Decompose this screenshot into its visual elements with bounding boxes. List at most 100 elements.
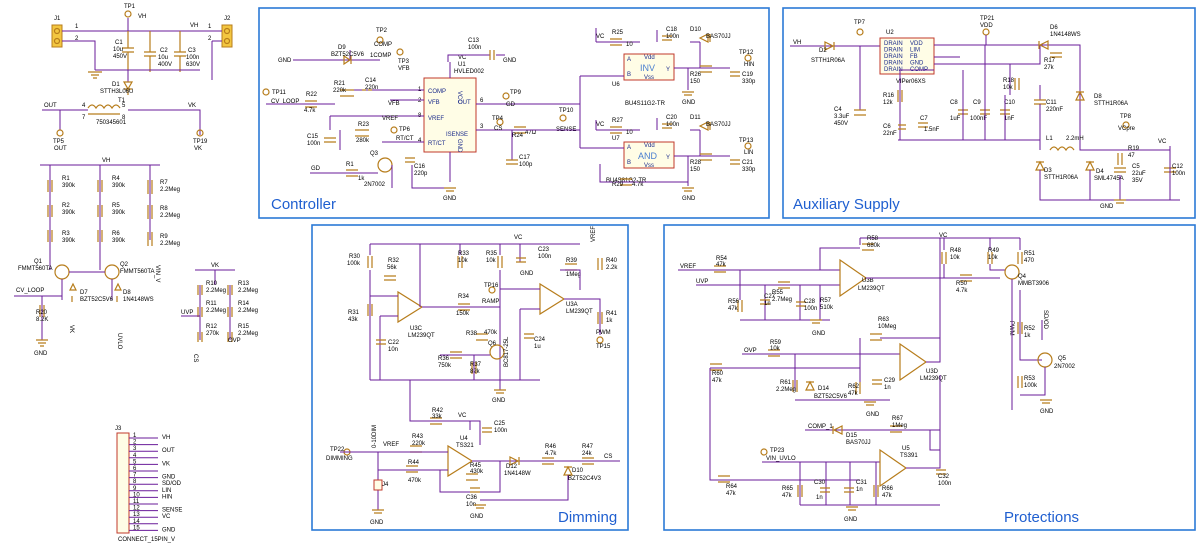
svg-text:TP13: TP13 <box>739 138 754 144</box>
svg-text:RT/CT: RT/CT <box>396 136 414 142</box>
u2-signal-pin: FB <box>910 54 918 60</box>
svg-text:3: 3 <box>480 124 484 130</box>
svg-text:47k: 47k <box>848 391 859 397</box>
svg-text:COMP_1: COMP_1 <box>808 424 833 430</box>
svg-text:C32: C32 <box>938 474 950 480</box>
svg-text:LM239QT: LM239QT <box>920 376 947 382</box>
testpoint-tp12 <box>744 54 752 62</box>
svg-text:470k: 470k <box>408 478 422 484</box>
svg-text:R1: R1 <box>62 176 70 182</box>
svg-text:T1: T1 <box>118 98 126 104</box>
testpoint-tp10 <box>559 114 567 122</box>
u2-drain-pin: DRAIN <box>884 67 903 73</box>
svg-text:VCC: VCC <box>456 91 462 104</box>
svg-text:C24: C24 <box>534 337 546 343</box>
svg-text:VH: VH <box>102 158 110 164</box>
svg-text:33k: 33k <box>432 414 443 420</box>
svg-text:1n: 1n <box>816 495 823 501</box>
svg-text:R49: R49 <box>988 248 1000 254</box>
svg-text:Q4: Q4 <box>1018 274 1027 280</box>
svg-text:R10: R10 <box>206 281 218 287</box>
svg-text:R56: R56 <box>728 299 740 305</box>
svg-text:2.2Meg: 2.2Meg <box>206 288 226 294</box>
svg-text:VK: VK <box>211 263 219 269</box>
svg-text:100n: 100n <box>186 55 199 61</box>
svg-text:GND: GND <box>1100 204 1114 210</box>
testpoint-tp6 <box>390 126 398 134</box>
svg-text:280k: 280k <box>356 138 370 144</box>
svg-text:C7: C7 <box>920 116 928 122</box>
svg-text:R34: R34 <box>458 294 470 300</box>
svg-text:47k: 47k <box>726 491 737 497</box>
svg-text:VCpre: VCpre <box>1118 126 1136 132</box>
svg-text:DIMMING: DIMMING <box>326 456 353 462</box>
svg-text:GND: GND <box>682 100 696 106</box>
svg-text:GND: GND <box>1040 409 1054 415</box>
svg-text:R19: R19 <box>1128 146 1140 152</box>
svg-text:2.2Meg: 2.2Meg <box>160 187 180 193</box>
svg-text:GND: GND <box>470 514 484 520</box>
svg-text:2N7002: 2N7002 <box>364 182 386 188</box>
svg-text:CONNECT_15PIN_V: CONNECT_15PIN_V <box>118 537 175 543</box>
svg-text:R37: R37 <box>470 362 482 368</box>
svg-text:Vdd: Vdd <box>644 55 655 61</box>
svg-text:BZT52C5V6: BZT52C5V6 <box>80 297 114 303</box>
svg-text:C6: C6 <box>883 124 891 130</box>
svg-text:VFB: VFB <box>398 66 410 72</box>
comparator-u3c <box>397 290 424 324</box>
svg-text:GD: GD <box>506 102 516 108</box>
svg-text:10: 10 <box>626 42 633 48</box>
svg-text:BZT52C5V6: BZT52C5V6 <box>814 394 848 400</box>
svg-text:Q1: Q1 <box>34 259 43 265</box>
svg-text:10k: 10k <box>458 258 469 264</box>
svg-text:BZT52C5V6: BZT52C5V6 <box>331 52 365 58</box>
svg-text:U3D: U3D <box>926 369 939 375</box>
u2-signal-pin: GND <box>910 61 924 67</box>
svg-text:D6: D6 <box>1050 25 1058 31</box>
svg-text:10k: 10k <box>950 255 961 261</box>
svg-text:C30: C30 <box>814 480 826 486</box>
svg-text:BU4S11G2-TR: BU4S11G2-TR <box>625 101 666 107</box>
svg-text:100nF: 100nF <box>970 116 987 122</box>
u2-signal-pin: VDD <box>910 41 923 47</box>
svg-text:47Ω: 47Ω <box>525 130 537 136</box>
svg-text:D8: D8 <box>123 290 131 296</box>
svg-text:1uF: 1uF <box>950 116 961 122</box>
svg-text:R5: R5 <box>112 203 120 209</box>
svg-text:2: 2 <box>208 36 212 42</box>
svg-text:10n: 10n <box>466 502 476 508</box>
j3-pin-net: SD/OD <box>162 481 182 487</box>
testpoint-tp7 <box>856 28 864 36</box>
svg-text:J2: J2 <box>224 16 231 22</box>
connector-j2 <box>221 24 233 48</box>
svg-text:390k: 390k <box>62 238 76 244</box>
svg-text:FMMT560TA: FMMT560TA <box>18 266 53 272</box>
svg-text:VH: VH <box>190 23 198 29</box>
svg-text:VREF: VREF <box>382 116 398 122</box>
svg-text:B: B <box>627 72 631 78</box>
svg-text:390k: 390k <box>112 238 126 244</box>
svg-text:C13: C13 <box>468 38 480 44</box>
svg-text:UVLO: UVLO <box>116 333 122 350</box>
u2-drain-pin: DRAIN <box>884 54 903 60</box>
svg-text:1.5nF: 1.5nF <box>924 127 940 133</box>
svg-text:HIN: HIN <box>744 62 754 68</box>
u2-drain-pin: DRAIN <box>884 61 903 67</box>
svg-text:450V: 450V <box>113 54 127 60</box>
svg-text:R33: R33 <box>458 251 470 257</box>
svg-text:OVP: OVP <box>228 338 241 344</box>
testpoint-tp16 <box>488 286 496 294</box>
j3-pin-number: 9 <box>133 486 137 492</box>
svg-text:100n: 100n <box>804 306 817 312</box>
svg-text:100n: 100n <box>938 481 951 487</box>
svg-text:R23: R23 <box>358 122 370 128</box>
svg-text:10k: 10k <box>770 346 781 352</box>
dimming-circuit: VC R30 100k R32 56k R33 10k R35 10k C23 … <box>326 226 620 526</box>
svg-text:OVP: OVP <box>744 348 757 354</box>
svg-text:220k: 220k <box>412 441 426 447</box>
svg-text:R31: R31 <box>348 310 360 316</box>
svg-text:R67: R67 <box>892 416 904 422</box>
comparator-u5 <box>879 448 908 488</box>
